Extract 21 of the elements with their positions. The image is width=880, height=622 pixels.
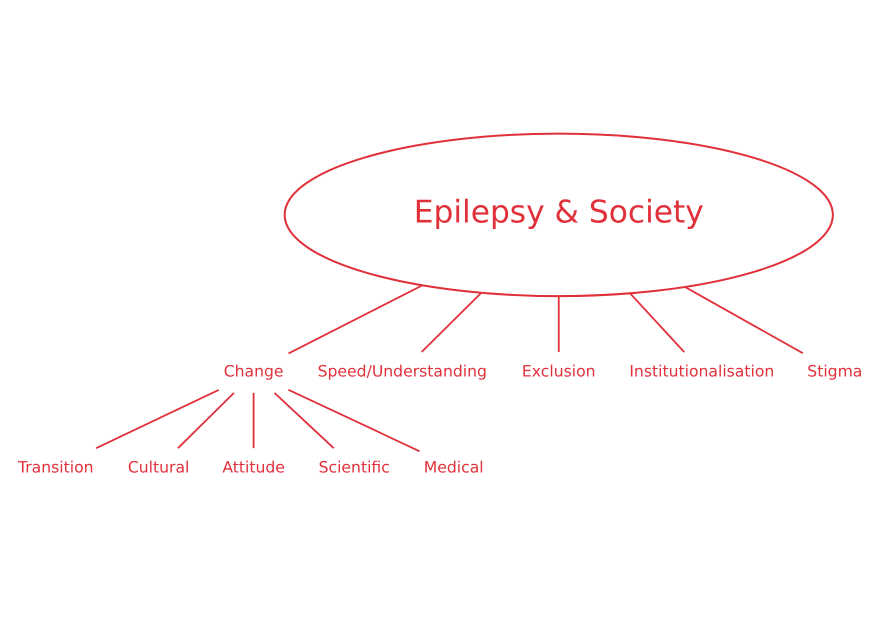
node-text: Institutionalisation — [629, 361, 774, 380]
node-text: Change — [224, 361, 284, 380]
node-ellipse: Epilepsy & Society — [284, 132, 834, 298]
node-text: Stigma — [807, 361, 862, 380]
node-text: Attitude — [222, 458, 285, 477]
connector — [274, 392, 334, 449]
node-text: Scientific — [318, 458, 390, 477]
node-text: Medical — [424, 458, 484, 477]
connector — [420, 292, 482, 353]
connector — [288, 284, 422, 354]
connector — [685, 286, 804, 354]
connector — [630, 292, 685, 353]
connector — [177, 392, 235, 449]
node-text: Cultural — [128, 458, 190, 477]
connector — [288, 388, 420, 452]
connector — [96, 389, 220, 449]
node-text: Exclusion — [522, 361, 596, 380]
node-text: Speed/Understanding — [318, 361, 487, 380]
node-text: Transition — [18, 458, 94, 477]
connector — [558, 296, 560, 352]
connector — [252, 392, 255, 448]
